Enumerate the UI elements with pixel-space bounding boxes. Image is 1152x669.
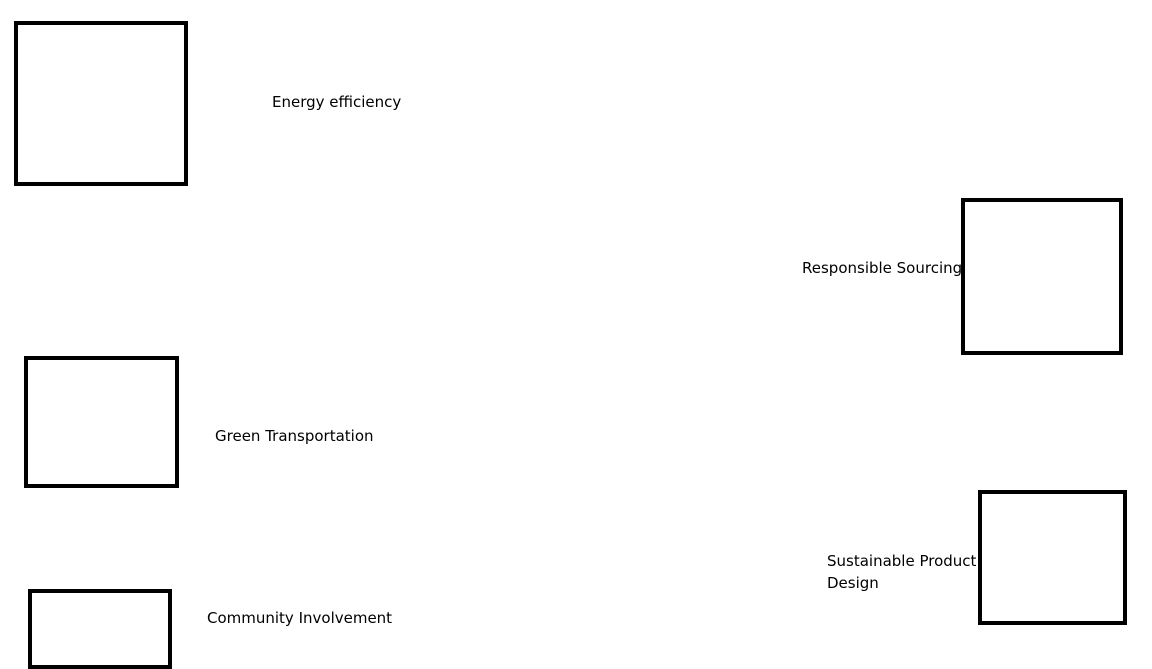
community-involvement-label: Community Involvement [207,609,393,627]
green-transportation-label: Green Transportation [215,427,374,445]
responsible-sourcing-label: Responsible Sourcing [802,259,963,277]
community-involvement-box [28,589,172,669]
sustainable-product-design-box [978,490,1127,625]
responsible-sourcing-box [961,198,1123,355]
green-transportation-box [24,356,179,488]
sustainable-product-design-label: Sustainable Product Design [827,552,977,592]
energy-efficiency-label: Energy efficiency [272,93,402,111]
energy-efficiency-box [14,21,188,186]
